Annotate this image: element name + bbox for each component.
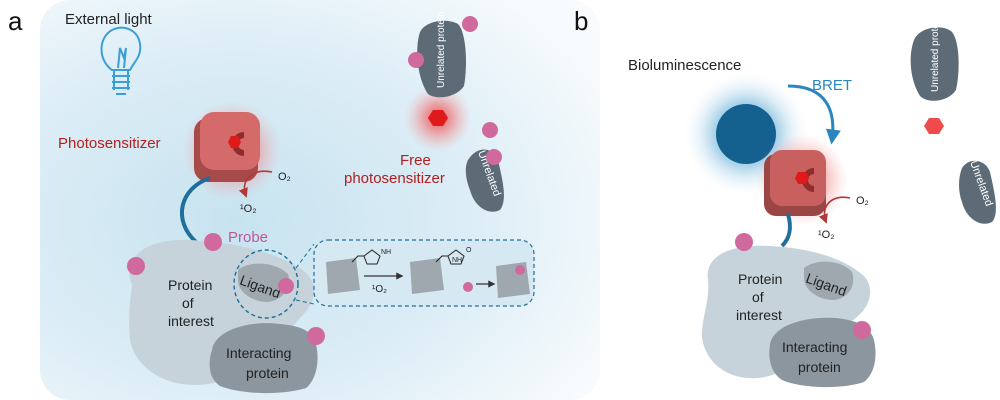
bret-label: BRET — [812, 77, 852, 94]
luciferase — [716, 104, 776, 164]
panel-b-letter: b — [574, 6, 588, 36]
poi-b-label-line2: of — [752, 289, 764, 305]
ligand-zoom-circle — [233, 249, 299, 319]
oxidized-o-label: O — [466, 247, 472, 254]
free-ps-label-line2: photosensitizer — [344, 170, 445, 187]
reaction-step1-protein — [326, 258, 360, 294]
interacting-label-line2: protein — [246, 365, 289, 381]
probe-dot — [853, 321, 871, 339]
reaction-probe-dot — [463, 282, 473, 292]
panel-a-letter: a — [8, 6, 23, 36]
interacting-protein — [209, 323, 318, 394]
external-light-label: External light — [65, 11, 153, 28]
probe-dot — [408, 52, 424, 68]
interacting-protein-b — [769, 317, 876, 388]
probe-dot — [278, 278, 294, 294]
bret-arrow — [787, 84, 841, 145]
poi-label-line2: of — [182, 295, 194, 311]
o2-label: O₂ — [278, 171, 291, 183]
unrelated-protein-label: Unrelated protein — [436, 11, 447, 88]
unrelated-protein-label-b: Unrelated protein — [930, 15, 941, 92]
o2-label-b: O₂ — [856, 195, 869, 207]
photosensitizer-hexagon-icon-b — [795, 172, 809, 184]
probe-dot — [735, 233, 753, 251]
oxidized-nh-label: NH — [452, 257, 462, 264]
bioluminescence-label: Bioluminescence — [628, 57, 741, 74]
probe-dot — [486, 149, 502, 165]
free-photosensitizer-hexagon-icon — [428, 110, 448, 126]
singlet-oxygen-arrow-b — [818, 196, 851, 224]
imidazole-structure-icon — [351, 249, 381, 265]
probe-dot — [307, 327, 325, 345]
probe-dot — [204, 233, 222, 251]
probe-linker — [179, 176, 211, 244]
unrelated-protein-a1: Unrelated protein — [417, 11, 466, 98]
imidazole-nh-label: NH — [381, 249, 391, 256]
reaction-step2-protein — [410, 258, 444, 294]
probe-dot — [482, 122, 498, 138]
probe-dot — [462, 16, 478, 32]
light-bulb-icon — [100, 26, 142, 95]
interacting-label-line1: Interacting — [226, 345, 291, 361]
reaction-step3-protein — [496, 262, 530, 298]
poi-b-label-line1: Protein — [738, 271, 782, 287]
poi-b-label-line3: interest — [736, 307, 782, 323]
unrelated-protein-b2: Unrelated — [959, 159, 996, 224]
free-photosensitizer-hexagon-icon-b — [924, 118, 944, 134]
interacting-b-label-line1: Interacting — [782, 339, 847, 355]
zoom-connector-top — [295, 243, 315, 269]
interacting-b-label-line2: protein — [798, 359, 841, 375]
singlet-o2-label: ¹O₂ — [240, 203, 257, 215]
photosensitizer-hexagon-icon — [228, 136, 241, 148]
singlet-o2-label-b: ¹O₂ — [818, 229, 835, 241]
oxidized-imidazole-structure-icon — [435, 249, 465, 265]
reaction-singlet-o2-label: ¹O₂ — [372, 284, 387, 295]
free-ps-label-line1: Free — [400, 152, 431, 169]
reaction-labeled-dot — [515, 265, 525, 275]
probe-dot — [127, 257, 145, 275]
poi-label-line3: interest — [168, 313, 214, 329]
probe-linker-b — [780, 213, 792, 248]
probe-label: Probe — [228, 229, 268, 246]
panel-a: a External light Photosensitizer O₂ ¹O₂ … — [8, 0, 600, 400]
ligand-shape-b — [804, 261, 854, 300]
singlet-oxygen-arrow — [238, 170, 273, 198]
zoom-connector-bottom — [295, 299, 315, 305]
panel-b: b Bioluminescence BRET O₂ ¹O₂ Protein of… — [574, 6, 996, 388]
unrelated-protein-b1: Unrelated protein — [910, 15, 959, 101]
ligand-shape — [238, 263, 290, 302]
photosensitizer-label: Photosensitizer — [58, 135, 161, 152]
poi-label-line1: Protein — [168, 277, 212, 293]
